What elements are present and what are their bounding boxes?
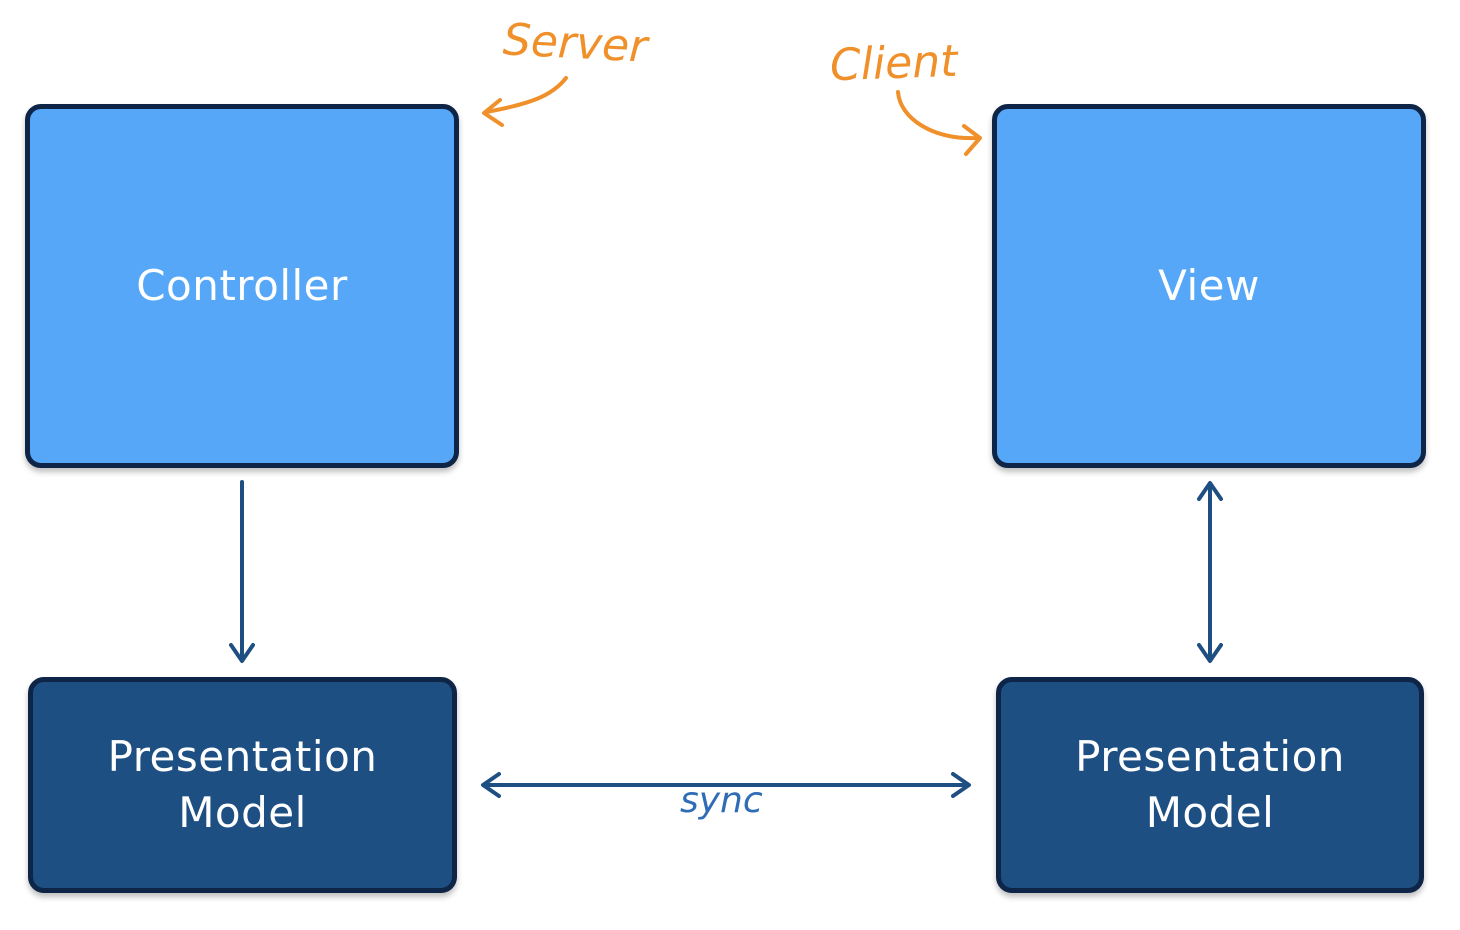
sync-annotation: sync — [680, 780, 763, 821]
controller-to-model-arrow — [229, 480, 255, 663]
presentation-model-client-box: Presentation Model — [996, 677, 1424, 893]
presentation-model-server-label: Presentation Model — [107, 732, 378, 837]
presentation-model-client-label: Presentation Model — [1075, 732, 1345, 837]
controller-box: Controller — [25, 104, 459, 468]
controller-label: Controller — [136, 261, 348, 310]
client-annotation: Client — [829, 35, 959, 92]
view-model-bidirectional-arrow — [1197, 481, 1223, 663]
server-annotation-arrow — [482, 76, 568, 127]
client-annotation-arrow — [896, 90, 982, 156]
server-annotation: Server — [501, 14, 649, 73]
view-label: View — [1158, 261, 1260, 310]
presentation-model-server-box: Presentation Model — [28, 677, 457, 893]
view-box: View — [992, 104, 1426, 468]
